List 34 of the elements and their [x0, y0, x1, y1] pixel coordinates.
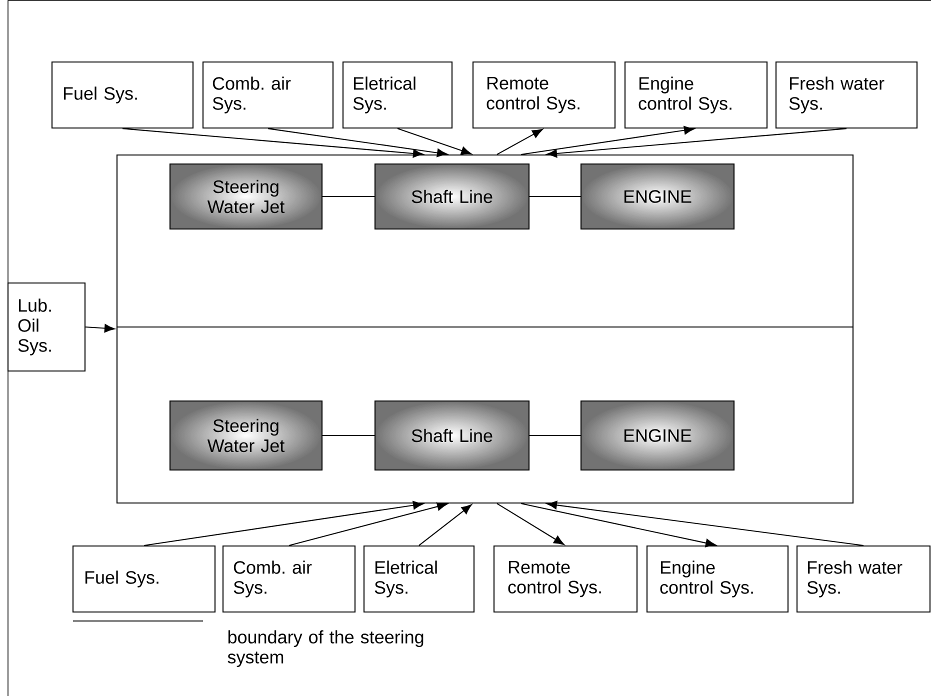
system-box: Fresh water Sys.: [775, 61, 918, 129]
system-box: Lub. Oil Sys.: [7, 282, 86, 372]
component-box: Shaft Line: [374, 163, 530, 230]
arrow: [86, 324, 115, 333]
component-box: Steering Water Jet: [169, 163, 323, 230]
system-box: Fuel Sys.: [51, 61, 194, 129]
system-box: Fuel Sys.: [72, 545, 216, 613]
arrow: [268, 128, 448, 158]
system-box: Eletrical Sys.: [342, 61, 453, 129]
system-box: Engine control Sys.: [624, 61, 768, 129]
arrow: [144, 501, 424, 546]
system-box: Comb. air Sys.: [222, 545, 356, 613]
component-box: Steering Water Jet: [169, 400, 323, 471]
arrow: [122, 128, 424, 158]
arrow: [496, 129, 543, 155]
legend-text: boundary of the steering system: [228, 630, 424, 668]
system-box: Engine control Sys.: [646, 545, 789, 613]
system-box: Comb. air Sys.: [202, 61, 334, 129]
arrow: [418, 504, 472, 546]
arrow: [546, 128, 847, 158]
arrow: [397, 128, 472, 155]
arrow: [520, 503, 716, 548]
component-box: ENGINE: [580, 400, 735, 471]
system-box: Remote control Sys.: [472, 61, 616, 129]
arrow: [288, 502, 448, 546]
system-box: Fresh water Sys.: [796, 545, 931, 613]
arrow: [546, 500, 864, 546]
arrow: [496, 503, 564, 545]
system-box: Remote control Sys.: [493, 545, 638, 613]
arrow: [520, 126, 694, 155]
boundary-box: [116, 154, 854, 504]
component-box: ENGINE: [580, 163, 735, 230]
system-box: Eletrical Sys.: [363, 545, 475, 613]
component-box: Shaft Line: [374, 400, 530, 471]
